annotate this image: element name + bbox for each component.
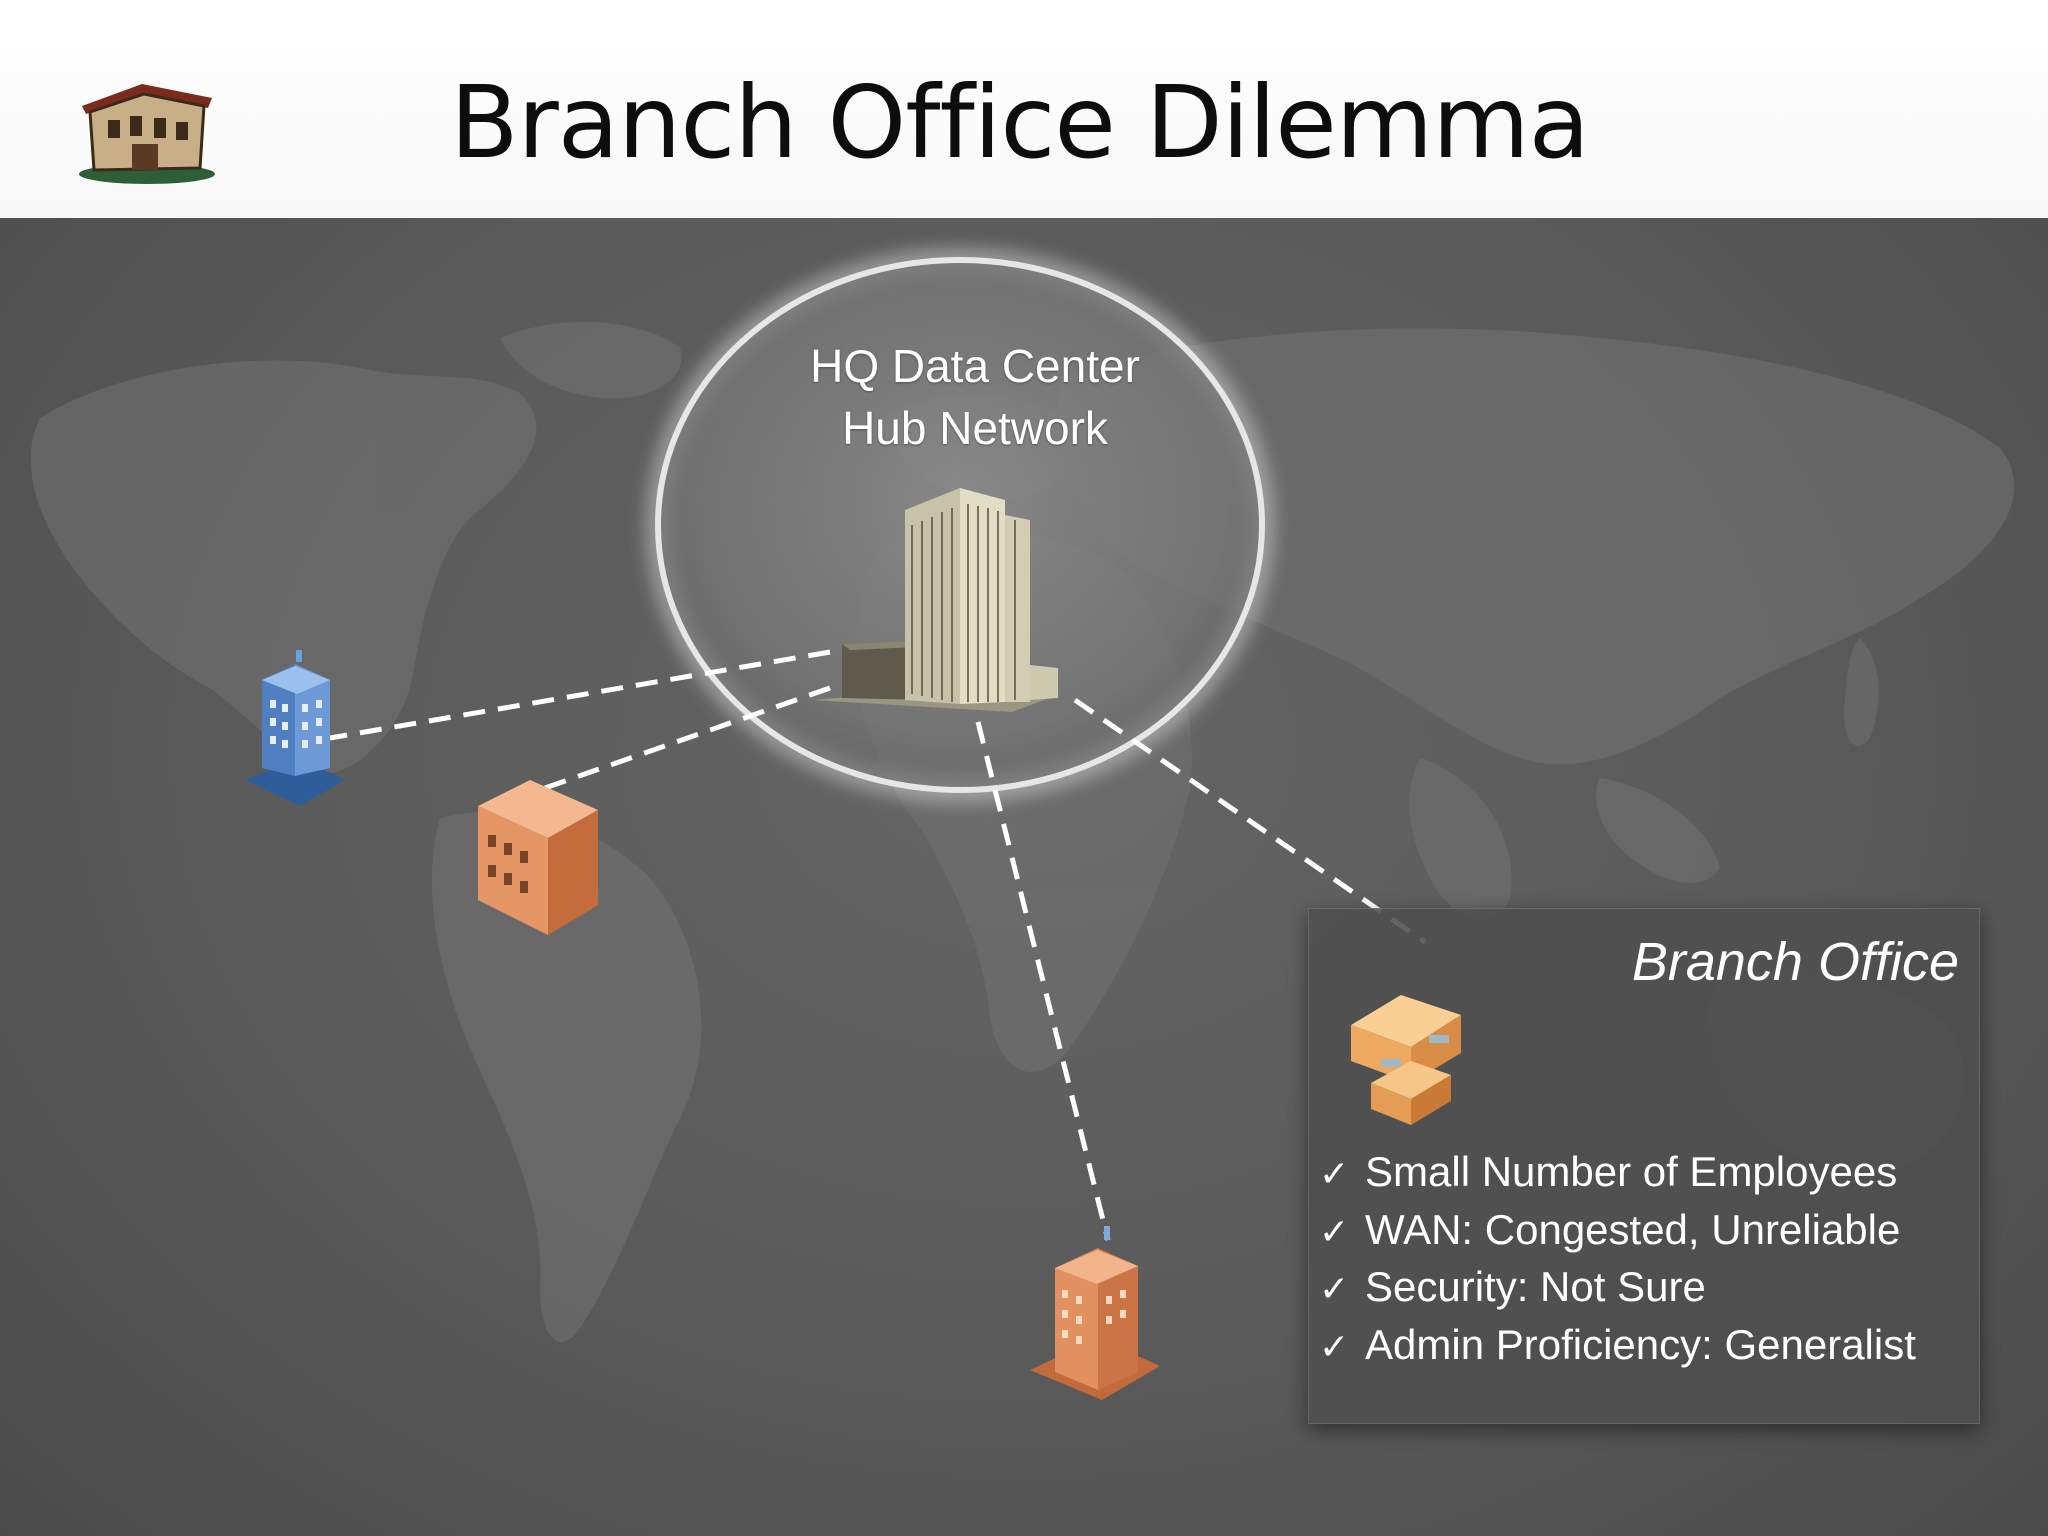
branch-office-callout: Branch Office ✓ Small Number of Employees… xyxy=(1308,908,1980,1424)
connector-hq-to-orange-tower xyxy=(975,721,1111,1241)
hq-label-subtitle: Hub Network xyxy=(842,402,1108,454)
old-building-clipart-icon xyxy=(79,84,215,184)
callout-title: Branch Office xyxy=(1631,932,1959,992)
checkmark-icon: ✓ xyxy=(1319,1211,1350,1253)
hq-skyscraper-icon xyxy=(812,488,1060,712)
checkmark-icon: ✓ xyxy=(1319,1269,1350,1310)
blue-tower-icon xyxy=(245,650,345,806)
checklist-item-text: Admin Proficiency: Generalist xyxy=(1365,1320,1916,1368)
checkmark-icon: ✓ xyxy=(1319,1154,1350,1195)
slide-title: Branch Office Dilemma xyxy=(450,64,1590,181)
connector-hq-to-blue-tower xyxy=(329,649,831,741)
checkmark-icon: ✓ xyxy=(1319,1326,1350,1368)
slide-header: Branch Office Dilemma xyxy=(0,0,2048,218)
checklist-item: ✓ Admin Proficiency: Generalist xyxy=(1319,1318,1916,1376)
orange-building-icon xyxy=(478,780,598,935)
checklist-item-text: Small Number of Employees xyxy=(1365,1148,1898,1195)
orange-tower-icon xyxy=(1030,1226,1160,1400)
checklist-item: ✓ Security: Not Sure xyxy=(1319,1260,1916,1318)
checklist-item: ✓ Small Number of Employees xyxy=(1319,1145,1916,1203)
wan-connectors xyxy=(329,649,1427,1241)
connector-hq-to-branch-office xyxy=(1073,697,1427,945)
checklist-item-text: Security: Not Sure xyxy=(1365,1263,1706,1310)
checklist-item-text: WAN: Congested, Unreliable xyxy=(1365,1205,1901,1253)
hq-label-title: HQ Data Center xyxy=(810,340,1140,392)
branch-office-building-icon xyxy=(1351,995,1461,1125)
checklist-item: ✓ WAN: Congested, Unreliable xyxy=(1319,1203,1916,1261)
connector-hq-to-orange-building xyxy=(544,685,831,791)
callout-checklist: ✓ Small Number of Employees ✓ WAN: Congest… xyxy=(1319,1145,1916,1375)
